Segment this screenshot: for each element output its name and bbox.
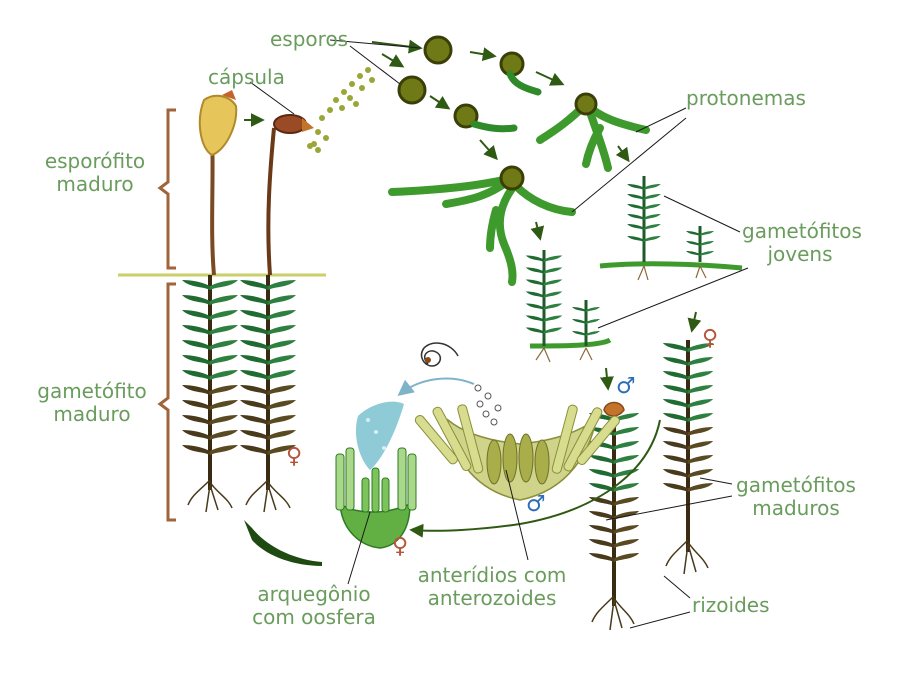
young-gametophyte-arrows [530,145,702,391]
female-symbol-plant: ♀ [702,326,719,351]
label-anteridios-line2: anterozoides [427,586,557,610]
young-gametophytes-upper [599,176,743,281]
label-gametofitos-maduros-line2: maduros [752,496,840,520]
germinating-spore-1 [499,51,542,96]
spore-1 [423,35,453,65]
label-esporofito-maduro: esporófito maduro [36,150,154,196]
label-rizoides: rizoides [692,593,770,617]
gametophyte-male [588,401,640,631]
protonema-lower [388,165,576,286]
sperm-swim-arrow [397,377,475,396]
gametophyte-left-2 [240,275,296,513]
male-symbol-plant: ♂ [616,374,636,399]
label-gametofito-line1: gametófito [37,379,147,403]
label-arquegonio-line2: com oosfera [252,605,376,629]
label-gametofito-line2: maduro [53,402,131,426]
label-esporofito-line1: esporófito [44,149,146,173]
label-esporos: esporos [270,27,349,51]
female-symbol-archegonium: ♀ [392,534,409,559]
sporophyte-left [198,90,238,276]
protonema-upper [536,92,650,172]
female-symbol-left: ♀ [286,444,303,469]
label-protonemas: protonemas [686,86,806,110]
label-arquegonio: arquegônio com oosfera [240,583,388,629]
esporofito-bracket [157,108,176,270]
label-gametofitos-jovens-line1: gametófitos [742,219,862,243]
label-esporofito-line2: maduro [56,172,134,196]
sperm-cells [474,384,502,426]
water-drop [355,401,404,470]
label-arquegonio-line1: arquegônio [257,582,371,606]
cycle-arrow-to-sporophyte [244,520,322,566]
label-gametofitos-jovens: gametófitos jovens [742,219,862,266]
spore-2 [397,75,427,105]
sporophyte-right-capsule [266,114,314,276]
gametophyte-female [662,340,714,575]
label-anteridios-line1: anterídios com [417,563,567,587]
antheridia-tissue [414,404,620,501]
label-gametofitos-jovens-line2: jovens [767,242,833,266]
label-capsula: cápsula [208,65,285,89]
label-anteridios: anterídios com anterozoides [404,564,580,610]
cycle-arrow-to-archegonium [409,419,661,538]
label-gametofito-maduro: gametófito maduro [30,380,154,426]
label-gametofitos-maduros-line1: gametófitos [736,473,856,497]
archegonium-tissue [335,447,417,549]
label-gametofitos-maduros: gametófitos maduros [734,474,858,520]
young-gametophytes-lower [525,250,612,363]
leader-lines [249,39,749,629]
germinating-spore-2 [453,103,518,133]
capsule-spores-cloud [307,67,375,153]
antherozoid-icon [420,342,459,367]
spore-arrows [371,39,565,161]
gametophyte-left-1 [182,275,238,513]
gametofito-bracket [157,282,176,522]
male-symbol-antheridia: ♂ [526,492,546,517]
